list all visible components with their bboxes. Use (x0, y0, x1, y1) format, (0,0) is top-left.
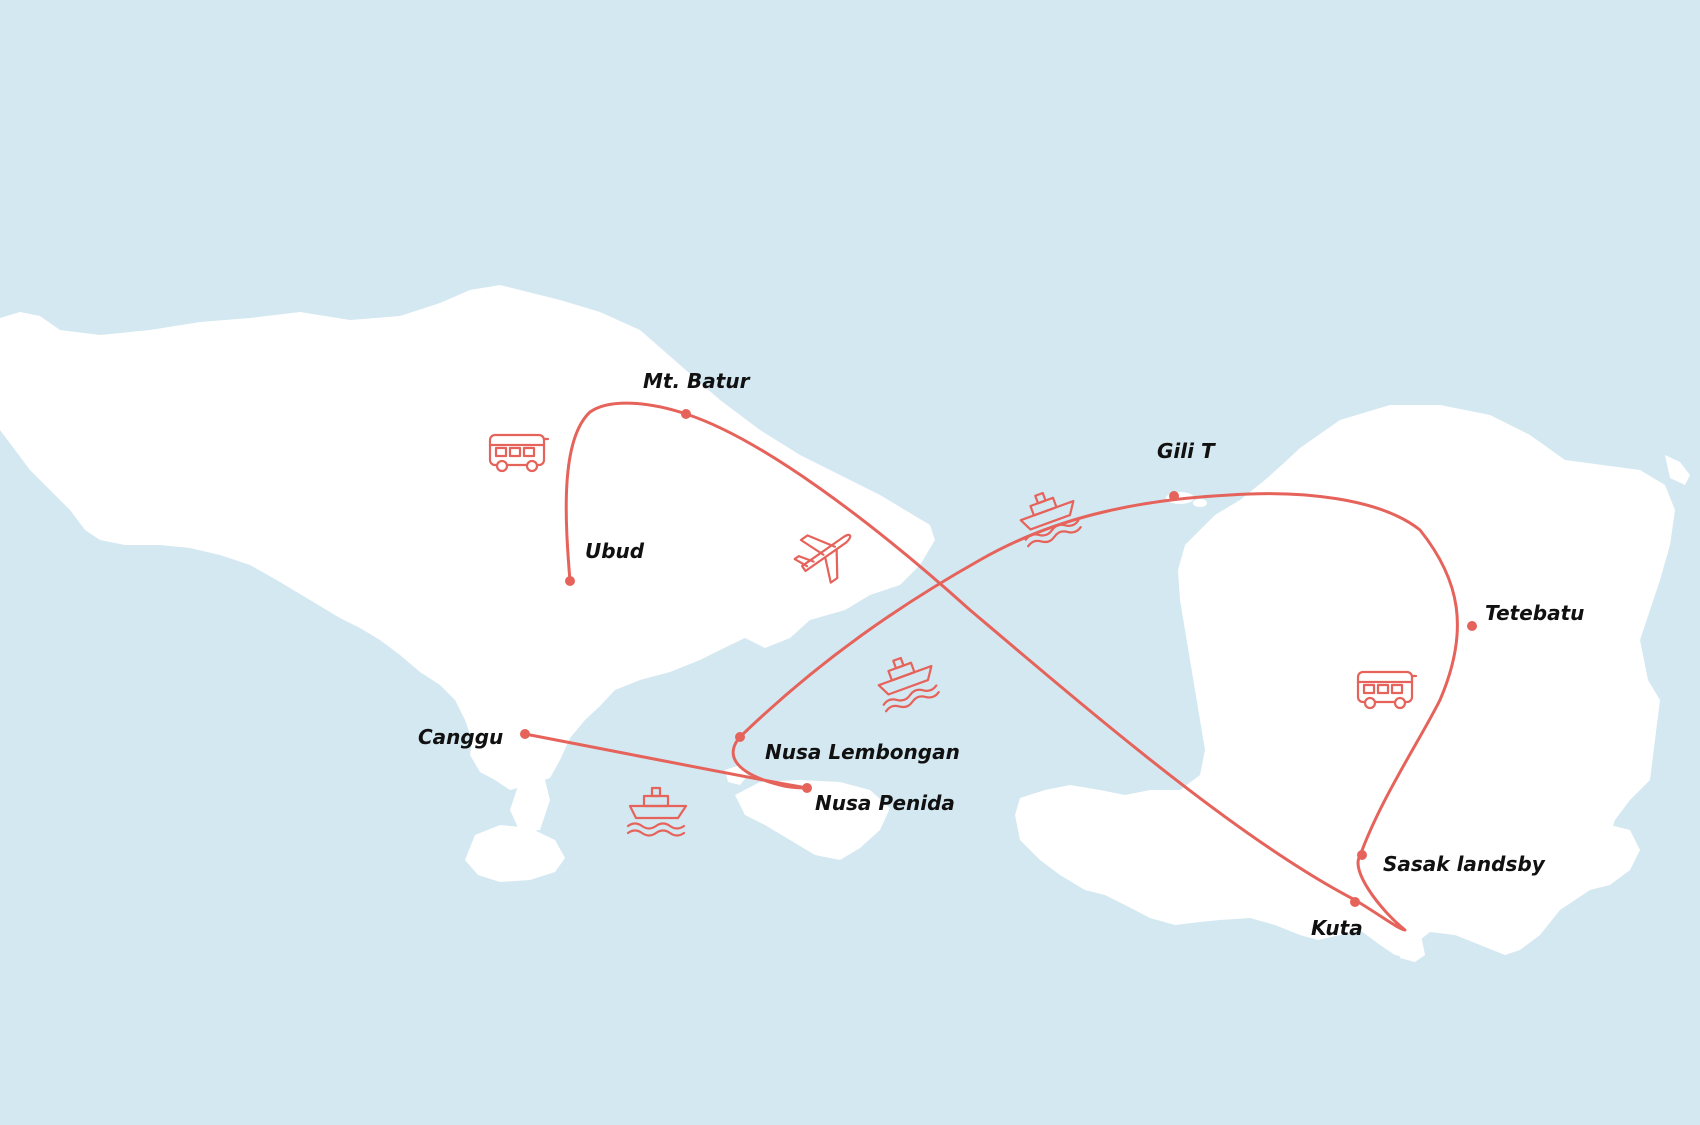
waypoint-sasak-landsby (1357, 850, 1367, 860)
ferry-icon (626, 786, 688, 837)
label-kuta: Kuta (1311, 916, 1363, 940)
waypoint-ubud (565, 576, 575, 586)
route-waypoints (520, 409, 1477, 907)
waypoint-gili-t (1169, 491, 1179, 501)
label-nusa-lembongan: Nusa Lembongan (765, 740, 960, 764)
waypoint-canggu (520, 729, 530, 739)
gili-islet (1193, 499, 1207, 507)
bali-neck (510, 780, 550, 832)
lombok-island (1015, 405, 1675, 958)
bali-island (0, 285, 935, 790)
label-nusa-penida: Nusa Penida (815, 791, 955, 815)
waypoint-nusa-penida (802, 783, 812, 793)
waypoint-nusa-lembongan (735, 732, 745, 742)
label-tetebatu: Tetebatu (1485, 601, 1584, 625)
label-gili-t: Gili T (1157, 439, 1216, 463)
label-mt-batur: Mt. Batur (643, 369, 751, 393)
airplane-icon (793, 533, 852, 584)
lombok-south (1395, 905, 1425, 962)
bukit-peninsula (465, 825, 565, 882)
ferry-icon (877, 656, 940, 713)
waypoint-tetebatu (1467, 621, 1477, 631)
waypoint-mt-batur (681, 409, 691, 419)
label-canggu: Canggu (418, 725, 503, 749)
label-sasak-landsby: Sasak landsby (1383, 852, 1546, 876)
eastern-islet (1665, 455, 1690, 485)
waypoint-kuta (1350, 897, 1360, 907)
label-ubud: Ubud (585, 539, 645, 563)
ferry-icon (1019, 491, 1082, 548)
nusa-penida-island (735, 780, 890, 860)
bus-icon (1356, 670, 1418, 710)
bus-icon (488, 433, 550, 473)
sumbawa-tip (1570, 825, 1640, 890)
travel-route (523, 401, 1459, 932)
